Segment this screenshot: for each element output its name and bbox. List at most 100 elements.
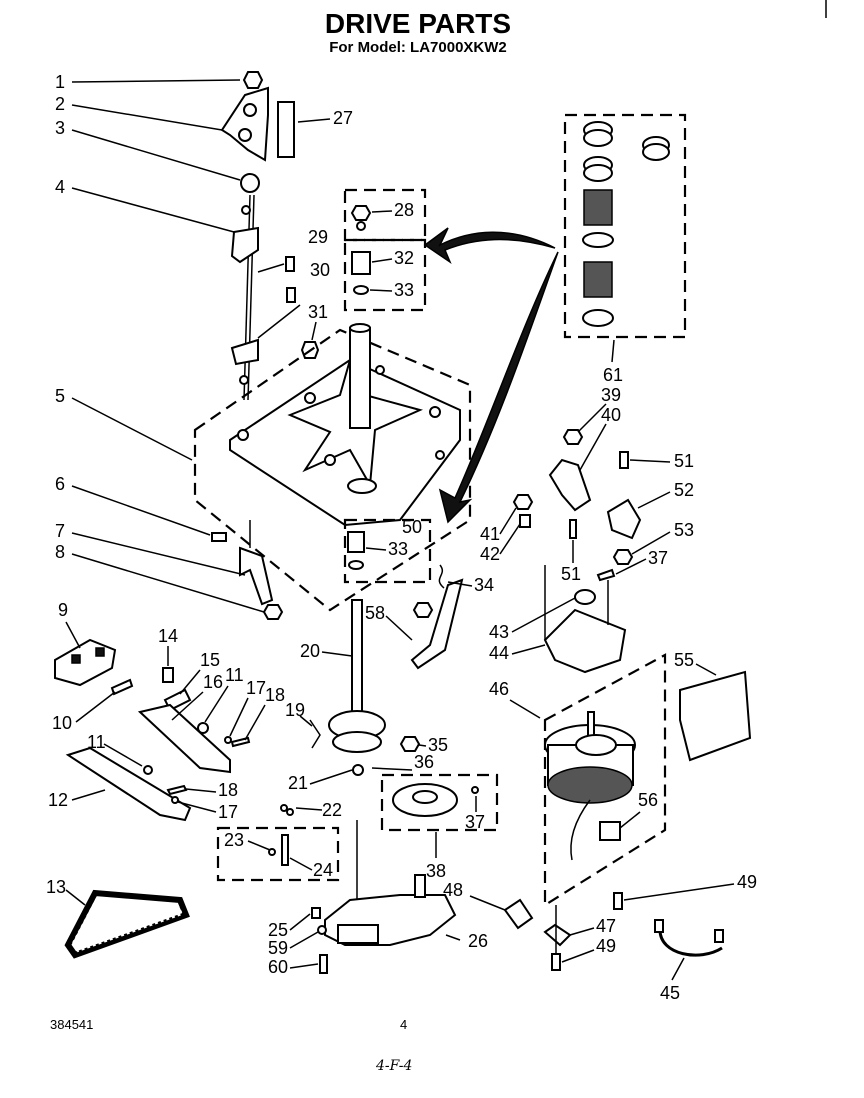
callout-21: 21 — [288, 773, 308, 793]
callout-11a: 11 — [87, 732, 106, 752]
nut-part-39 — [562, 429, 584, 445]
bracket-part-4 — [230, 226, 259, 264]
callout-36: 36 — [414, 752, 434, 772]
callout-40: 40 — [601, 405, 621, 425]
center-post — [349, 327, 371, 429]
callout-42: 42 — [480, 544, 500, 564]
bushing-part-50 — [347, 531, 365, 553]
shaft-assembly-left — [220, 71, 320, 401]
nut-part-53 — [612, 549, 634, 565]
callout-51a: 51 — [674, 451, 694, 471]
callout-39: 39 — [601, 385, 621, 405]
bolt-part-60 — [319, 954, 328, 974]
ball-part-3 — [240, 173, 260, 193]
part-11 — [197, 722, 209, 734]
screw-part-29 — [285, 256, 295, 272]
callout-8: 8 — [55, 542, 65, 562]
pin-part-24 — [281, 834, 289, 866]
callout-34: 34 — [474, 575, 494, 595]
callout-47: 47 — [596, 916, 616, 936]
callout-52: 52 — [674, 480, 694, 500]
callout-37a: 37 — [465, 812, 485, 832]
screw-part-30 — [286, 287, 296, 303]
screw-part-6 — [211, 532, 227, 542]
callout-13: 13 — [46, 877, 66, 897]
screw-part-51 — [569, 519, 577, 539]
callout-12: 12 — [48, 790, 68, 810]
callout-15: 15 — [200, 650, 220, 670]
callout-1: 1 — [55, 72, 65, 92]
group-outline-50 — [343, 518, 432, 584]
callout-60: 60 — [268, 957, 288, 977]
callout-19: 19 — [285, 700, 305, 720]
nut-part-8b — [412, 602, 434, 618]
callout-31: 31 — [308, 302, 328, 322]
callout-9: 9 — [58, 600, 68, 620]
callout-2: 2 — [55, 94, 65, 114]
screw-part-18b — [166, 784, 188, 796]
nut-part-8 — [262, 604, 284, 620]
callout-30: 30 — [310, 260, 330, 280]
bracket-part-2 — [220, 86, 269, 162]
callout-48: 48 — [443, 880, 463, 900]
bearing-roller-upper — [583, 189, 613, 226]
callout-37b: 37 — [648, 548, 668, 568]
part-42 — [519, 514, 531, 528]
callout-44: 44 — [489, 643, 509, 663]
nut-part-35 — [399, 736, 421, 752]
callout-32: 32 — [394, 248, 414, 268]
screw-part-49 — [613, 892, 623, 910]
motor-part-46 — [544, 711, 636, 804]
bracket-part-44 — [543, 608, 627, 674]
clamp-part-45 — [658, 929, 723, 957]
top-group-outline-32 — [343, 238, 427, 312]
coupling-part-48 — [503, 898, 534, 930]
callout-10: 10 — [52, 713, 72, 733]
callout-61: 61 — [603, 365, 623, 385]
bracket-part-12 — [65, 746, 192, 822]
washer-part-33 — [353, 285, 369, 295]
callout-6: 6 — [55, 474, 65, 494]
sleeve-part-27 — [277, 101, 295, 158]
belt-part-13 — [64, 889, 190, 959]
callout-33b: 33 — [388, 539, 408, 559]
screw-part-10 — [110, 678, 134, 696]
arrow-to-lower-group — [438, 251, 559, 524]
motor-group-outline-46 — [543, 653, 667, 907]
callout-18a: 18 — [265, 685, 285, 705]
callout-22: 22 — [322, 800, 342, 820]
bearing-kit-parts — [582, 121, 670, 327]
bracket-part-16 — [137, 703, 231, 774]
callout-53: 53 — [674, 520, 694, 540]
callout-43: 43 — [489, 622, 509, 642]
callout-46: 46 — [489, 679, 509, 699]
callout-26: 26 — [468, 931, 488, 951]
callout-55: 55 — [674, 650, 694, 670]
base-group-outline-5 — [193, 328, 472, 612]
part-21 — [352, 764, 364, 776]
arrow-to-top-group — [423, 227, 556, 265]
callout-50: 50 — [402, 517, 422, 537]
group-outline-23 — [216, 826, 340, 882]
page-number: 4 — [400, 1017, 407, 1032]
bracket-part-9 — [54, 638, 117, 687]
callout-56: 56 — [638, 790, 658, 810]
callout-59: 59 — [268, 938, 288, 958]
screw-part-14 — [162, 667, 174, 683]
bracket-part-58 — [410, 578, 464, 670]
bearing-kit-outline-61 — [563, 113, 687, 339]
part-59 — [317, 925, 327, 935]
callout-49a: 49 — [737, 872, 757, 892]
callout-35: 35 — [428, 735, 448, 755]
callout-23: 23 — [224, 830, 244, 850]
callout-18b: 18 — [218, 780, 238, 800]
callout-28: 28 — [394, 200, 414, 220]
callout-45: 45 — [660, 983, 680, 1003]
clip-part-19 — [309, 719, 321, 749]
nut-part-28 — [350, 205, 372, 221]
top-group-outline-28 — [343, 188, 427, 242]
callout-3: 3 — [55, 118, 65, 138]
handwritten-note: 4-F-4 — [375, 1058, 412, 1074]
part-47 — [543, 923, 572, 947]
